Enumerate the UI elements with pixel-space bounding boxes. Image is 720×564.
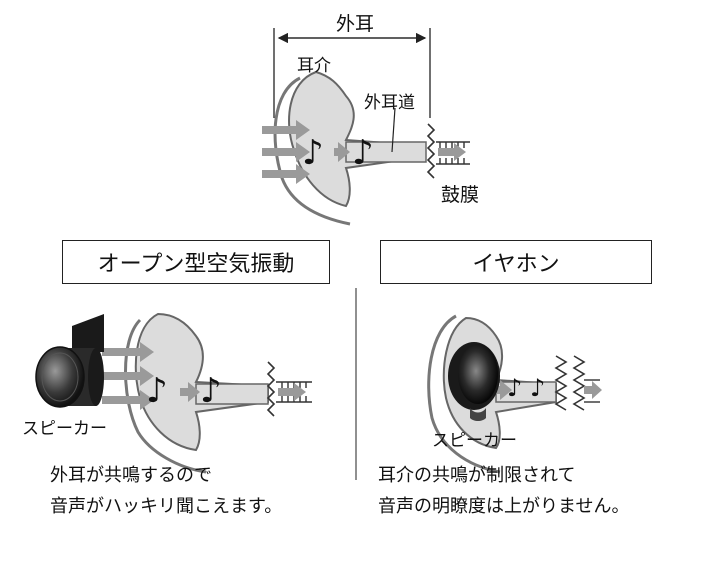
left-panel-title: オープン型空気振動	[97, 252, 295, 277]
inner-ear-comb	[436, 141, 470, 165]
music-note-icon: ♪	[200, 371, 222, 411]
eardrum-icon	[426, 123, 436, 179]
ear-helix-outline	[124, 318, 207, 474]
outer-ear-label: 外耳	[336, 13, 375, 35]
auricle-label: 耳介	[297, 56, 331, 76]
ear-canal-leader	[391, 107, 396, 153]
left-ear-diagram: ♪ ♪	[35, 312, 312, 474]
earphone-icon	[448, 342, 500, 421]
eardrum-label: 鼓膜	[441, 184, 480, 206]
inner-ear-comb	[584, 379, 600, 403]
left-panel-title-box: オープン型空気振動	[62, 240, 330, 284]
music-note-icon: ♪	[302, 133, 324, 173]
left-caption-line2: 音声がハッキリ聞こえます。	[50, 496, 283, 517]
right-speaker-label: スピーカー	[432, 431, 517, 451]
left-panel-caption: 外耳が共鳴するので 音声がハッキリ聞こえます。	[50, 460, 282, 522]
music-note-icon: ♪	[507, 374, 522, 402]
left-caption-line1: 外耳が共鳴するので	[50, 465, 212, 486]
inner-ear-comb	[276, 381, 312, 403]
top-ear-diagram: ♪ ♪	[262, 28, 470, 226]
right-caption-line1: 耳介の共鳴が制限されて	[378, 465, 576, 486]
music-note-icon: ♪	[530, 374, 545, 402]
speaker-icon	[35, 314, 104, 408]
sound-wave-arrows-top	[262, 120, 466, 184]
right-ear-diagram: ♪ ♪	[427, 314, 602, 474]
ear-canal-label: 外耳道	[364, 93, 415, 113]
eardrum-icon	[266, 361, 276, 417]
music-note-icon: ♪	[352, 133, 374, 173]
ear-body	[134, 312, 269, 452]
eardrum-echo-icon	[572, 355, 586, 411]
sound-wave-arrows-right	[490, 380, 602, 400]
ear-helix-outline	[427, 314, 501, 474]
right-panel-title-box: イヤホン	[380, 240, 652, 284]
right-panel-title: イヤホン	[472, 252, 560, 277]
music-note-icon: ♪	[146, 371, 168, 411]
right-panel-caption: 耳介の共鳴が制限されて 音声の明瞭度は上がりません。	[378, 460, 629, 522]
ear-body	[288, 70, 403, 208]
eardrum-icon	[554, 355, 568, 411]
left-speaker-label: スピーカー	[22, 419, 107, 439]
sound-wave-arrows-left	[102, 342, 306, 410]
right-caption-line2: 音声の明瞭度は上がりません。	[378, 496, 630, 517]
